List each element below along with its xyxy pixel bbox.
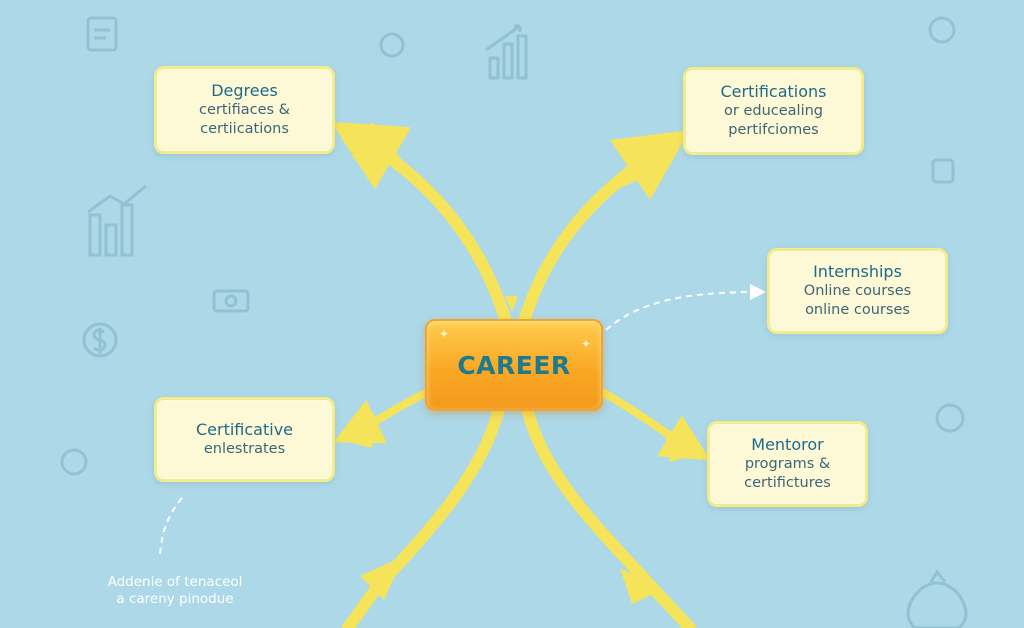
background-icons <box>60 16 968 628</box>
resume-icon <box>86 16 118 52</box>
dashed-connector-internships <box>605 284 766 331</box>
node-degrees[interactable]: Degrees certifiaces & certiications <box>154 66 335 154</box>
arrow-down-right <box>522 406 696 628</box>
node-certifications[interactable]: Certifications or educealing pertifciome… <box>683 67 864 155</box>
node-certificative[interactable]: Certificative enlestrates <box>154 397 335 482</box>
node-degrees-line-1: certifiaces & <box>199 102 290 118</box>
dollar-icon <box>60 16 965 476</box>
caption: Addenie of tenaceol a careny pinodue <box>80 574 270 608</box>
node-mentor-line-2: certifictures <box>744 475 831 491</box>
arrow-to-degrees <box>330 121 511 324</box>
node-internships-line-1: Online courses <box>803 283 912 299</box>
caption-line-2: a careny pinodue <box>116 591 234 607</box>
bar-chart-icon <box>485 24 528 80</box>
dollar-icon <box>82 322 118 358</box>
node-mentor[interactable]: Mentoror programs & certifictures <box>707 421 868 507</box>
center-node-career[interactable]: ✦ ✦ CAREER <box>425 319 603 411</box>
money-icon <box>212 158 955 313</box>
node-certifications-line-1: or educealing <box>724 103 823 119</box>
node-certifications-title: Certifications <box>720 82 827 101</box>
sparkle-icon: ✦ <box>580 337 591 351</box>
node-mentor-line-1: programs & <box>744 456 831 472</box>
chart-icon <box>87 184 147 257</box>
node-degrees-title: Degrees <box>211 81 278 100</box>
node-mentor-title: Mentoror <box>751 435 824 454</box>
node-internships-title: Internships <box>813 262 902 281</box>
dashed-connector-caption <box>159 497 183 556</box>
node-internships-line-2: online courses <box>805 302 910 318</box>
arrow-heads <box>340 122 702 604</box>
node-degrees-line-2: certiications <box>200 121 289 137</box>
sparkle-icon: ✦ <box>439 327 450 341</box>
center-node-label: CAREER <box>457 350 571 380</box>
node-certificative-line-1: enlestrates <box>203 441 286 457</box>
money-bag-icon <box>906 569 968 628</box>
node-internships[interactable]: Internships Online courses online course… <box>767 248 948 334</box>
node-certifications-line-2: pertifciomes <box>728 122 819 138</box>
caption-line-1: Addenie of tenaceol <box>107 574 243 590</box>
node-certificative-title: Certificative <box>195 420 294 439</box>
